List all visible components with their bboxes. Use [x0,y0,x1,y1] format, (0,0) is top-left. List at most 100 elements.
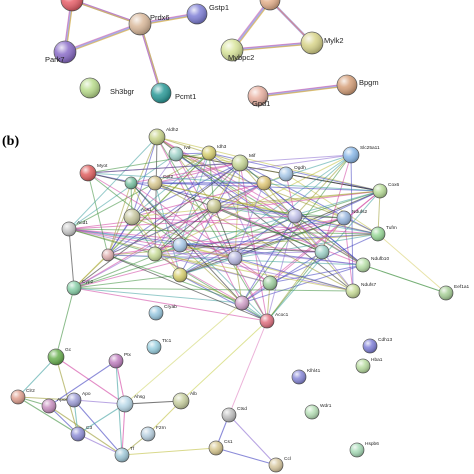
node-highlight [148,176,162,190]
edge [107,182,132,256]
edge [17,396,75,401]
node-apo[interactable]: Apo [66,391,91,408]
node-acs1[interactable]: Acs1 [123,207,152,226]
edge [263,154,352,184]
node-highlight [232,155,248,171]
node-b_misc8[interactable] [314,244,330,260]
node-park7[interactable]: Park7 [45,40,77,64]
node-hspb6[interactable]: Hspb6 [349,441,379,458]
node-ttc1[interactable]: Ttc1 [146,338,172,355]
node-b_misc11[interactable] [147,246,163,262]
node-b_misc9[interactable] [172,267,188,283]
edge [266,217,345,322]
node-highlight [173,393,189,409]
node-highlight [221,39,243,61]
node-label: Ndufs2 [352,209,368,215]
node-highlight [222,408,236,422]
node-hba1[interactable]: Hba1 [355,357,383,374]
node-c3[interactable]: C3 [70,425,92,442]
edge [68,228,379,235]
edge [179,257,236,276]
edge [234,182,265,259]
edge [73,399,126,405]
node-label: Sh3bgr [110,87,135,96]
node-b_misc3[interactable] [287,208,303,224]
node-highlight [48,349,64,365]
node-highlight [209,441,223,455]
node-pcmt1[interactable]: Pcmt1 [150,82,196,104]
node-cox6[interactable]: Cox6 [372,182,400,199]
node-clr2[interactable]: Clr2 [10,388,35,405]
node-highlight [124,209,140,225]
node-f2rn[interactable]: F2rn [140,425,166,442]
node-wdr1[interactable]: Wdr1 [304,403,332,420]
node-gpd1[interactable]: Gpd1 [247,85,270,108]
edge [124,302,243,405]
node-slc25a11[interactable]: Slc25a11 [342,145,380,164]
node-label: Alb [190,391,197,397]
node-mif[interactable]: Mif [231,153,256,172]
node-ogdh[interactable]: Ogdh [278,165,306,182]
node-gc[interactable]: Gc [47,347,72,366]
node-b_misc12[interactable] [101,248,115,262]
node-b_misc5[interactable] [234,295,250,311]
node-label: Hba1 [371,357,383,363]
node-tf[interactable]: Tf [114,446,135,463]
node-apoh[interactable]: Apoh [41,397,69,414]
edge [179,233,379,246]
edge [121,447,217,456]
node-cryab[interactable]: Cryab [148,304,177,321]
edge [154,253,268,322]
node-b_misc2[interactable] [256,175,272,191]
node-label: Gc [65,347,72,353]
node-ndufs7[interactable]: Ndufs7 [345,282,377,299]
edge [266,251,323,322]
node-a_top2[interactable] [259,0,281,11]
node-bpgm[interactable]: Bpgm [336,74,379,96]
node-b_misc6[interactable] [206,198,222,214]
node-mylk2[interactable]: Mylk2 [300,31,344,55]
edge [107,244,181,256]
node-label: Ogdh [294,165,306,171]
node-label: Cox6 [388,182,400,188]
edge [154,205,215,255]
node-cs1[interactable]: Cs1 [208,439,233,456]
node-highlight [80,165,96,181]
node-ahsg[interactable]: Ahsg [116,394,145,413]
node-alb[interactable]: Alb [172,391,197,410]
node-acoc1[interactable]: Acoc1 [259,312,289,329]
node-b_misc4[interactable] [262,275,278,291]
node-ndufb10[interactable]: Ndufb10 [355,256,389,273]
node-cpt2[interactable]: Cpt2 [147,174,173,191]
edge [71,0,141,26]
node-b_misc1[interactable] [124,176,138,190]
node-label: Gpd1 [252,99,270,108]
node-highlight [67,281,81,295]
node-klhl41[interactable]: Klhl41 [291,368,321,385]
node-ndufs2[interactable]: Ndufs2 [336,209,368,226]
node-ivd[interactable]: Ivd [168,145,191,162]
node-cyp2[interactable]: Cyp2 [66,279,94,296]
node-cdh13[interactable]: Cdh13 [362,337,392,354]
node-eef1a1[interactable]: Eef1a1 [438,284,470,301]
node-idh3[interactable]: Idh3 [201,144,227,161]
node-highlight [235,296,249,310]
node-tufm[interactable]: Tufm [370,225,397,242]
edge [140,24,163,95]
edge [121,403,126,456]
node-sh3bgr[interactable]: Sh3bgr [79,77,135,99]
node-label: Mybpc2 [228,53,254,62]
edge [241,215,296,304]
node-gstp1[interactable]: Gstp1 [186,3,229,25]
node-ctsd[interactable]: Ctsd [221,406,247,423]
node-prdx6[interactable]: Prdx6 [128,12,170,36]
node-mybpc2[interactable]: Mybpc2 [220,38,254,62]
node-b_misc7[interactable] [172,237,188,253]
node-ccl[interactable]: Ccl [268,456,291,473]
node-myot[interactable]: Myot [79,163,108,182]
node-a_top1[interactable] [60,0,84,12]
node-b_misc10[interactable] [227,250,243,266]
node-aldh2[interactable]: Aldh2 [148,127,179,146]
node-acd1[interactable]: Acd1 [61,220,88,237]
node-ptx[interactable]: Ptx [108,352,132,369]
